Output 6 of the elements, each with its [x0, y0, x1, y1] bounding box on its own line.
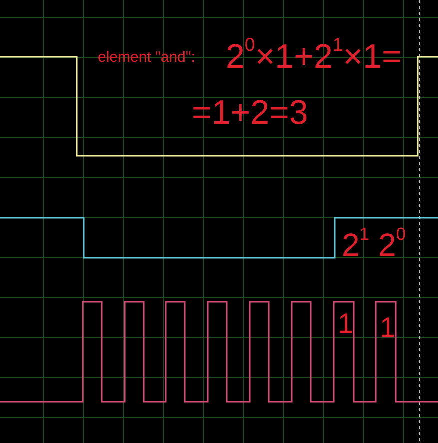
caption-text: element "and": [98, 50, 196, 65]
handwritten-note: 1 [380, 314, 396, 342]
handwritten-note: 1 [338, 310, 354, 338]
handwritten-formula: =1+2=3 [192, 96, 308, 130]
handwritten-note: 2$^{1}$ 2$^{0}$ [342, 226, 406, 261]
handwritten-formula: 2$^{0}$×1+2$^{1}$×1= [226, 36, 402, 74]
